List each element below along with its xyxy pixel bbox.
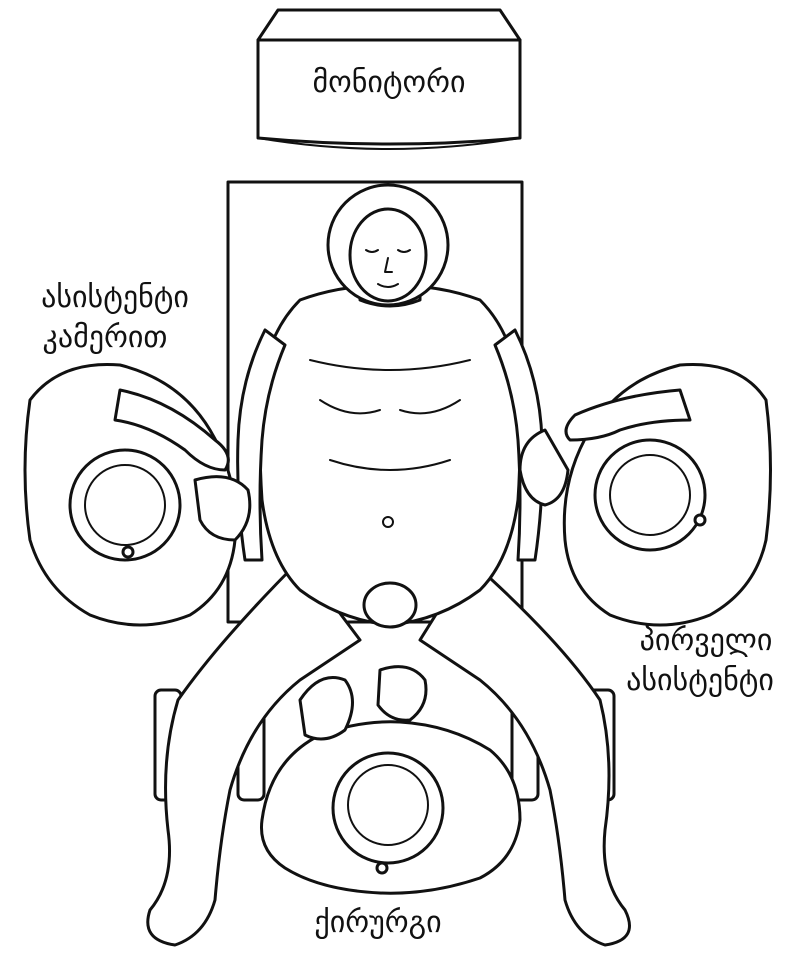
first-assistant-cap — [595, 440, 705, 550]
camera-assistant-label-line1: ასისტენტი — [41, 280, 189, 315]
first-assistant-label-line2: ასისტენტი — [626, 663, 774, 698]
surgeon-mask-knot — [377, 863, 387, 873]
camera-assistant-cap — [70, 450, 180, 560]
camera-assistant-mask-knot — [123, 547, 133, 557]
first-assistant-label-line1: პირველი — [640, 623, 773, 658]
surgeon-cap — [333, 753, 443, 863]
first-assistant-hands — [520, 430, 568, 505]
patient-torso — [260, 285, 520, 625]
surgeon: ქირურგი — [261, 667, 520, 940]
monitor-top-face — [258, 10, 520, 40]
camera-assistant: ასისტენტი კამერით — [25, 280, 250, 625]
camera-assistant-label-line2: კამერით — [43, 320, 168, 355]
monitor: მონიტორი — [258, 10, 520, 149]
surgeon-right-hand — [378, 667, 426, 721]
monitor-label: მონიტორი — [312, 65, 465, 100]
surgeon-left-hand — [300, 678, 353, 740]
patient-pelvis — [364, 583, 416, 627]
first-assistant-mask-knot — [695, 515, 705, 525]
surgeon-label: ქირურგი — [314, 905, 441, 940]
